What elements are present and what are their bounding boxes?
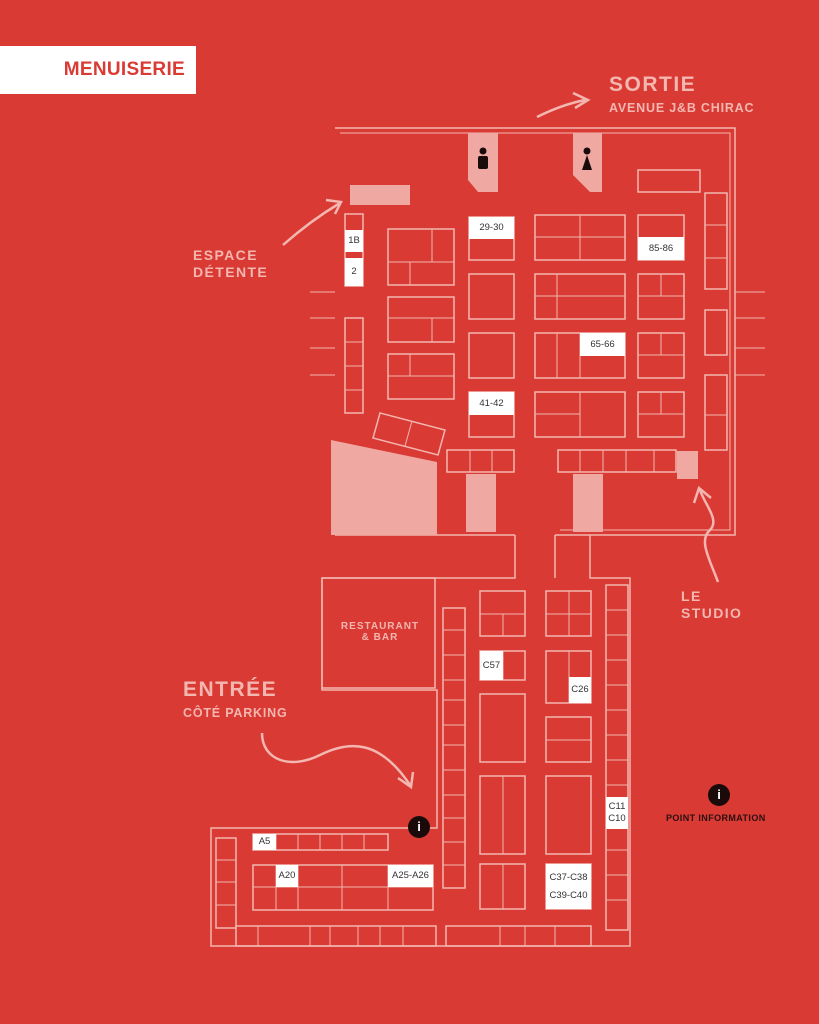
stand-a20[interactable]: A20 [276, 865, 298, 887]
exit-title: SORTIE [609, 73, 697, 96]
section-title: MENUISERIE [63, 59, 185, 80]
exit-subtitle: AVENUE J&B CHIRAC [609, 101, 755, 115]
info-icon [408, 816, 430, 838]
section-tab: MENUISERIE [0, 46, 196, 94]
entrance-arrow [260, 732, 412, 786]
info-badges [408, 784, 730, 838]
stand-c57[interactable]: C57 [480, 651, 503, 680]
relax-arrow [282, 201, 341, 246]
info-point-label: POINT INFORMATION [666, 813, 766, 823]
male-restroom-icon [479, 147, 487, 155]
stand-c10: C10 [608, 813, 626, 824]
stand-65-66[interactable]: 65-66 [580, 333, 625, 356]
stand-c39-c40: C39-C40 [549, 889, 588, 901]
stand-41-42[interactable]: 41-42 [469, 392, 514, 415]
relax-label: ESPACE DÉTENTE [193, 247, 268, 281]
restaurant-label-line2: & BAR [361, 632, 399, 643]
stand-1b[interactable]: 1B [345, 230, 363, 252]
stand-85-86[interactable]: 85-86 [638, 237, 684, 260]
studio-area [677, 451, 698, 479]
info-legend-icon [708, 784, 730, 806]
exit-arrow [536, 98, 586, 119]
stand-c37-c40[interactable]: C37-C38 C39-C40 [546, 864, 591, 909]
main-hall-wall [335, 127, 736, 536]
studio-label: LE STUDIO [681, 588, 742, 622]
restaurant-label: RESTAURANT & BAR [330, 621, 430, 643]
info-glyph: i [417, 819, 421, 834]
stand-a5[interactable]: A5 [253, 834, 276, 850]
restaurant-area [321, 577, 436, 689]
studio-label-line1: LE [681, 588, 702, 604]
entrance-title: ENTRÉE [183, 678, 278, 701]
stand-c37-c38: C37-C38 [549, 871, 588, 883]
stand-a25-a26[interactable]: A25-A26 [388, 865, 433, 887]
info-legend-glyph: i [717, 787, 721, 802]
studio-arrow [698, 489, 720, 583]
relax-area [350, 185, 410, 205]
studio-label-line2: STUDIO [681, 605, 743, 621]
main-hall-inner-wall [340, 132, 731, 531]
stand-c11-c10[interactable]: C11 C10 [606, 797, 628, 829]
stand-29-30[interactable]: 29-30 [469, 217, 514, 239]
studio-large-area [331, 440, 437, 535]
relax-label-line1: ESPACE [193, 247, 258, 263]
stand-c26[interactable]: C26 [569, 677, 591, 703]
relax-label-line2: DÉTENTE [193, 264, 269, 280]
stand-c11: C11 [608, 801, 626, 812]
female-restroom-icon [583, 147, 591, 155]
entrance-subtitle: CÔTÉ PARKING [183, 706, 288, 720]
stand-2[interactable]: 2 [345, 258, 363, 286]
restroom-icons [478, 147, 592, 170]
restaurant-label-line1: RESTAURANT [340, 621, 420, 632]
